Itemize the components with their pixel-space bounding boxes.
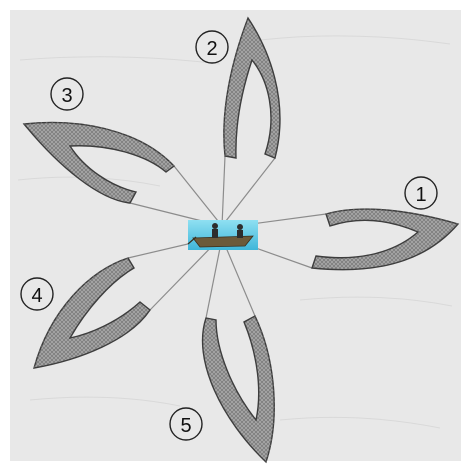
net-number-3: 3	[61, 85, 72, 107]
net-number-2: 2	[206, 38, 217, 60]
fisherman-figure	[212, 223, 218, 238]
fisherman-figure	[237, 224, 243, 238]
boat-with-two-fishermen-icon	[188, 220, 258, 250]
boat-hull	[193, 236, 253, 247]
net-number-1: 1	[415, 184, 426, 206]
net-number-5: 5	[180, 415, 191, 437]
net-number-4: 4	[31, 285, 42, 307]
